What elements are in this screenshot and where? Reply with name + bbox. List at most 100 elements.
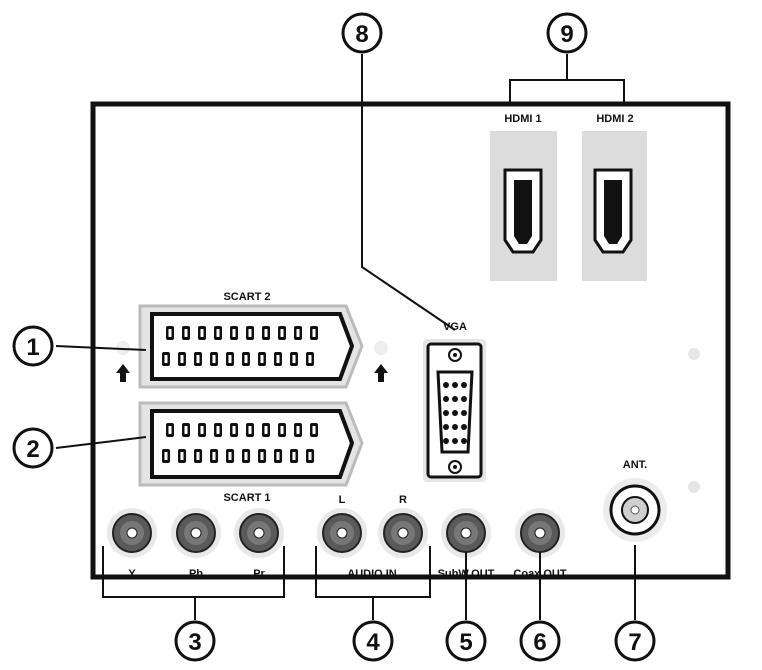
screw-hole (374, 341, 388, 355)
vga-pin (443, 438, 449, 444)
vga-pin (461, 396, 467, 402)
scart-pin (214, 423, 222, 437)
scart-pin (214, 326, 222, 340)
scart-pin (294, 326, 302, 340)
callout-9: 9 (546, 12, 588, 54)
vga-pin (461, 438, 467, 444)
scart2-port (138, 304, 364, 389)
scart-pin (274, 449, 282, 463)
scart-pin (242, 352, 250, 366)
scart-pin (290, 449, 298, 463)
scart-pin (162, 449, 170, 463)
scart-pin (166, 423, 174, 437)
y-jack (107, 508, 157, 558)
ant-label: ANT. (623, 459, 647, 471)
callout-4: 4 (352, 620, 394, 662)
svg-text:6: 6 (533, 629, 546, 656)
pb-jack (171, 508, 221, 558)
screw-hole (688, 481, 700, 493)
scart-pin (310, 423, 318, 437)
antenna-port (603, 478, 667, 542)
audio-in-label: AUDIO IN (347, 568, 397, 580)
scart-pin (274, 352, 282, 366)
scart-pin (210, 449, 218, 463)
scart-pin (230, 326, 238, 340)
scart-pin (226, 449, 234, 463)
scart-pin (178, 449, 186, 463)
vga-pin (461, 424, 467, 430)
svg-text:2: 2 (26, 436, 39, 463)
scart-pin (306, 449, 314, 463)
scart-pin (310, 326, 318, 340)
scart-pin (258, 352, 266, 366)
scart-pin (278, 423, 286, 437)
scart-pin (194, 449, 202, 463)
scart1-label: SCART 1 (223, 492, 270, 504)
svg-text:9: 9 (560, 21, 573, 48)
pb-label: Pb (189, 568, 203, 580)
vga-pin (452, 410, 458, 416)
arrow-up-icon (374, 364, 388, 382)
screw-hole (688, 348, 700, 360)
scart-pin (246, 326, 254, 340)
scart-pin (242, 449, 250, 463)
vga-pin (452, 396, 458, 402)
vga-pin (443, 382, 449, 388)
audio-r-jack (378, 508, 428, 558)
scart-pin (262, 423, 270, 437)
hdmi2-label: HDMI 2 (596, 113, 633, 125)
hdmi1-port (490, 131, 557, 281)
vga-pin (461, 382, 467, 388)
scart-pin (230, 423, 238, 437)
scart-pin (198, 326, 206, 340)
scart1-port (138, 401, 364, 487)
audio-l-jack (317, 508, 367, 558)
audio-r-label: R (399, 494, 407, 506)
pr-label: Pr (253, 568, 265, 580)
svg-text:4: 4 (366, 629, 380, 656)
callout-7: 7 (614, 620, 656, 662)
callout-8: 8 (341, 12, 383, 54)
scart-pin (278, 326, 286, 340)
vga-pin (443, 424, 449, 430)
scart2-label: SCART 2 (223, 291, 270, 303)
callout-1: 1 (12, 325, 54, 367)
callout-3: 3 (174, 620, 216, 662)
vga-pin (443, 410, 449, 416)
scart-pin (226, 352, 234, 366)
coax-out-jack (515, 508, 565, 558)
scart-pin (246, 423, 254, 437)
leader-lines (55, 54, 636, 620)
subw-out-jack (441, 508, 491, 558)
scart-pin (262, 326, 270, 340)
scart-pin (182, 423, 190, 437)
scart-pin (258, 449, 266, 463)
svg-text:5: 5 (459, 629, 472, 656)
scart-pin (198, 423, 206, 437)
svg-text:8: 8 (355, 21, 368, 48)
scart-pin (178, 352, 186, 366)
scart-pin (166, 326, 174, 340)
scart-pin (162, 352, 170, 366)
vga-pin (452, 382, 458, 388)
vga-pin (452, 424, 458, 430)
callout-2: 2 (12, 427, 54, 469)
hdmi1-label: HDMI 1 (504, 113, 541, 125)
pr-jack (234, 508, 284, 558)
audio-l-label: L (339, 494, 346, 506)
arrow-up-icon (116, 364, 130, 382)
hdmi2-port (582, 131, 647, 281)
callout-5: 5 (445, 620, 487, 662)
scart-pin (294, 423, 302, 437)
scart-pin (194, 352, 202, 366)
scart-pin (210, 352, 218, 366)
y-label: Y (128, 568, 136, 580)
scart-pin (306, 352, 314, 366)
callout-6: 6 (519, 620, 561, 662)
rca-jacks (107, 508, 565, 558)
svg-text:1: 1 (26, 334, 39, 361)
vga-label: VGA (443, 321, 467, 333)
svg-text:3: 3 (188, 629, 201, 656)
